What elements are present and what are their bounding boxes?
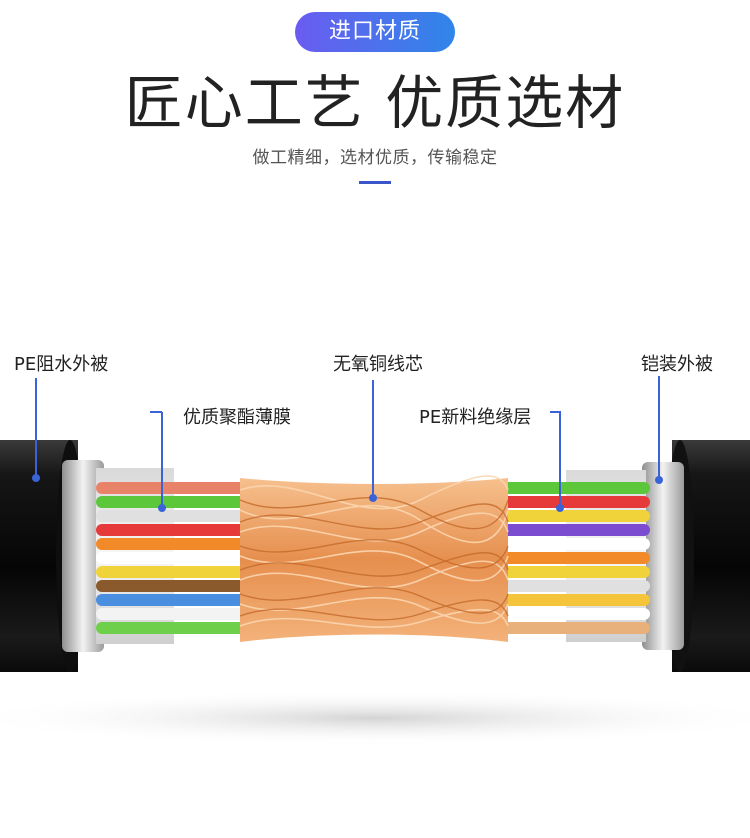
dot-copper <box>369 494 377 502</box>
title-underline <box>359 181 391 184</box>
section-badge: 进口材质 <box>295 12 455 52</box>
right-wire-bundle <box>500 482 650 634</box>
copper-core <box>239 475 509 642</box>
leader-pe-insulation <box>550 411 561 506</box>
cable-shadow <box>0 690 750 746</box>
label-armor: 铠装外被 <box>641 354 713 375</box>
dot-polyester <box>158 504 166 512</box>
label-polyester: 优质聚酯薄膜 <box>183 407 291 428</box>
right-ring <box>642 462 684 650</box>
label-copper-core: 无氧铜线芯 <box>333 354 423 375</box>
cable-illustration <box>0 376 750 746</box>
leader-polyester <box>150 411 163 506</box>
left-wire-bundle <box>96 482 248 634</box>
page-title: 匠心工艺 优质选材 <box>124 69 626 137</box>
left-ring <box>62 460 104 652</box>
page-subtitle: 做工精细，选材优质，传输稳定 <box>252 148 498 168</box>
label-pe-outer: PE阻水外被 <box>14 354 109 375</box>
dot-pe-outer <box>32 474 40 482</box>
dot-armor <box>655 476 663 484</box>
label-pe-insulation: PE新料绝缘层 <box>419 407 532 428</box>
dot-pe-insulation <box>556 504 564 512</box>
